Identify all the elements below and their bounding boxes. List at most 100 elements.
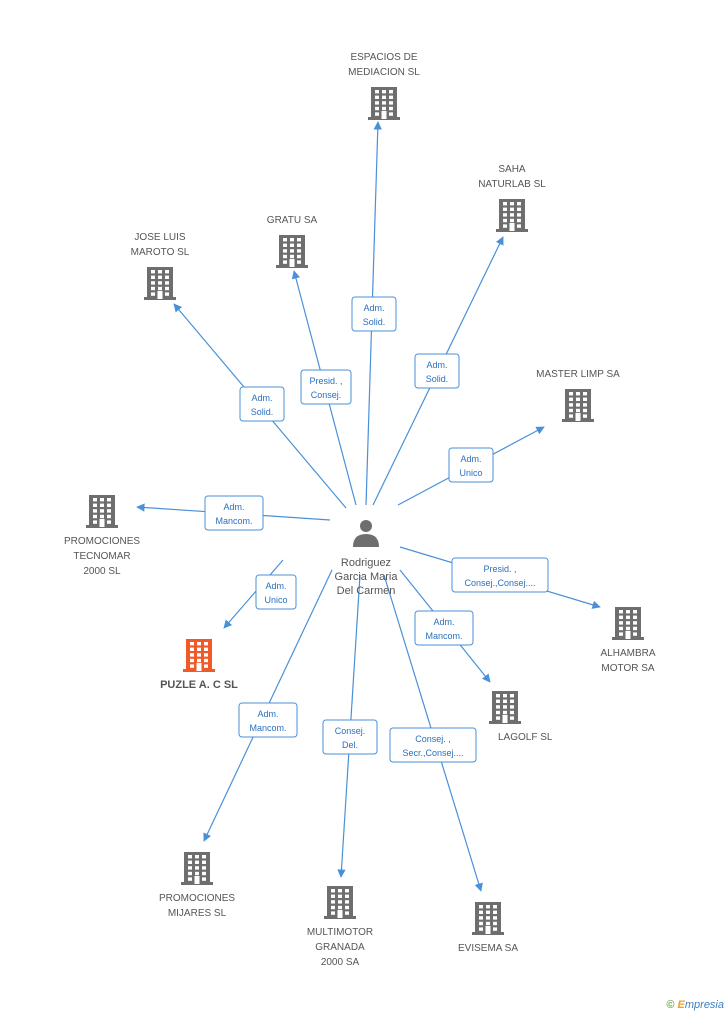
company-label: PROMOCIONES	[64, 536, 140, 547]
company-label: PUZLE A. C SL	[160, 679, 238, 691]
relation-label: Adm.	[265, 581, 286, 591]
relation-label: Adm.	[223, 502, 244, 512]
relation-label: Solid.	[251, 407, 274, 417]
company-node-saha[interactable]: SAHA NATURLAB SL	[478, 164, 546, 232]
company-node-joseluis[interactable]: JOSE LUIS MAROTO SL	[131, 232, 190, 300]
relation-label: Adm.	[460, 454, 481, 464]
relation-box	[451, 557, 549, 593]
company-label: EVISEMA SA	[458, 943, 518, 954]
relation-badge-saha[interactable]: Adm. Solid.	[414, 353, 460, 389]
relation-label: Consej. ,	[415, 734, 451, 744]
company-label: PROMOCIONES	[159, 893, 235, 904]
company-node-espacios[interactable]: ESPACIOS DE MEDIACION SL	[348, 52, 420, 120]
relation-box	[239, 386, 285, 422]
relation-label: Consej.	[311, 390, 342, 400]
relation-badge-multimotor[interactable]: Consej.Del.	[322, 719, 378, 755]
building-icon	[612, 607, 644, 640]
building-icon	[86, 495, 118, 528]
company-label: TECNOMAR	[73, 551, 130, 562]
person-name-line: Del Carmen	[337, 585, 396, 597]
company-label: JOSE LUIS	[134, 232, 185, 243]
building-icon	[368, 87, 400, 120]
building-icon	[324, 886, 356, 919]
relation-badge-evisema[interactable]: Consej. ,Secr.,Consej....	[389, 727, 477, 763]
company-node-masterlimp[interactable]: MASTER LIMP SA	[536, 369, 620, 422]
relation-label: Mancom.	[249, 723, 286, 733]
relation-label: Unico	[264, 595, 287, 605]
company-label: GRANADA	[315, 942, 365, 953]
footer-brand: © Empresia	[666, 999, 724, 1011]
company-label: ESPACIOS DE	[350, 52, 417, 63]
person-name-line: Rodriguez	[341, 557, 391, 569]
brand-name: mpresia	[684, 999, 724, 1011]
company-node-evisema[interactable]: EVISEMA SA	[458, 902, 518, 954]
relation-box	[351, 296, 397, 332]
nodes-layer: ESPACIOS DE MEDIACION SL SAHA NATURLAB SL GR…	[64, 52, 656, 968]
building-icon	[183, 639, 215, 672]
company-label: MOTOR SA	[601, 663, 654, 674]
relation-badge-espacios[interactable]: Adm. Solid.	[351, 296, 397, 332]
relation-box	[448, 447, 494, 483]
brand-initial: E	[677, 999, 685, 1011]
company-node-puzle[interactable]: PUZLE A. C SL	[160, 639, 238, 691]
company-label: SAHA	[498, 164, 526, 175]
relation-badge-gratu[interactable]: Presid. , Consej.	[300, 369, 352, 405]
relation-badge-puzle[interactable]: Adm. Unico	[255, 574, 297, 610]
relation-label: Adm.	[433, 617, 454, 627]
relation-label: Adm.	[257, 709, 278, 719]
company-label: MEDIACION SL	[348, 67, 420, 78]
copyright-icon: ©	[666, 999, 675, 1011]
relation-box	[414, 353, 460, 389]
relation-box	[414, 610, 474, 646]
relation-box	[204, 495, 264, 531]
relation-label: Presid. ,	[483, 564, 516, 574]
relation-badge-tecnomar[interactable]: Adm. Mancom.	[204, 495, 264, 531]
building-icon	[144, 267, 176, 300]
relation-label: Presid. ,	[309, 376, 342, 386]
company-label: MULTIMOTOR	[307, 927, 373, 938]
relations-layer: Adm. Solid. Adm. Solid. Presid. , Consej. Adm.…	[204, 296, 549, 763]
relation-box	[300, 369, 352, 405]
relation-box	[238, 702, 298, 738]
building-icon	[276, 235, 308, 268]
relation-badge-alhambra[interactable]: Presid. , Consej.,Consej....	[451, 557, 549, 593]
building-icon	[496, 199, 528, 232]
company-node-tecnomar[interactable]: PROMOCIONES TECNOMAR 2000 SL	[64, 495, 140, 577]
relation-badge-mijares[interactable]: Adm. Mancom.	[238, 702, 298, 738]
building-icon	[489, 691, 521, 724]
building-icon	[562, 389, 594, 422]
relation-label: Unico	[459, 468, 482, 478]
person-name-line: Garcia Maria	[335, 571, 399, 583]
company-label: MAROTO SL	[131, 247, 190, 258]
relation-box	[255, 574, 297, 610]
company-node-gratu[interactable]: GRATU SA	[267, 215, 318, 268]
relation-box	[389, 727, 477, 763]
relation-label: Adm.	[363, 303, 384, 313]
relation-label: Adm.	[251, 393, 272, 403]
company-label: LAGOLF SL	[498, 732, 553, 743]
relation-badge-joseluis[interactable]: Adm. Solid.	[239, 386, 285, 422]
relation-label: Solid.	[363, 317, 386, 327]
relation-label: Del.	[342, 740, 358, 750]
edge-puzle	[223, 559, 284, 629]
relation-badge-masterlimp[interactable]: Adm. Unico	[448, 447, 494, 483]
relation-label: Mancom.	[215, 516, 252, 526]
company-label: MIJARES SL	[168, 908, 227, 919]
relation-label: Mancom.	[425, 631, 462, 641]
relation-label: Consej.,Consej....	[464, 578, 535, 588]
company-label: 2000 SL	[83, 566, 121, 577]
relation-box	[322, 719, 378, 755]
building-icon	[181, 852, 213, 885]
company-node-lagolf[interactable]: LAGOLF SL	[489, 691, 553, 743]
company-label: GRATU SA	[267, 215, 318, 226]
relation-badge-lagolf[interactable]: Adm. Mancom.	[414, 610, 474, 646]
relation-label: Adm.	[426, 360, 447, 370]
company-node-mijares[interactable]: PROMOCIONES MIJARES SL	[159, 852, 235, 919]
company-label: MASTER LIMP SA	[536, 369, 620, 380]
relation-label: Solid.	[426, 374, 449, 384]
company-label: NATURLAB SL	[478, 179, 546, 190]
